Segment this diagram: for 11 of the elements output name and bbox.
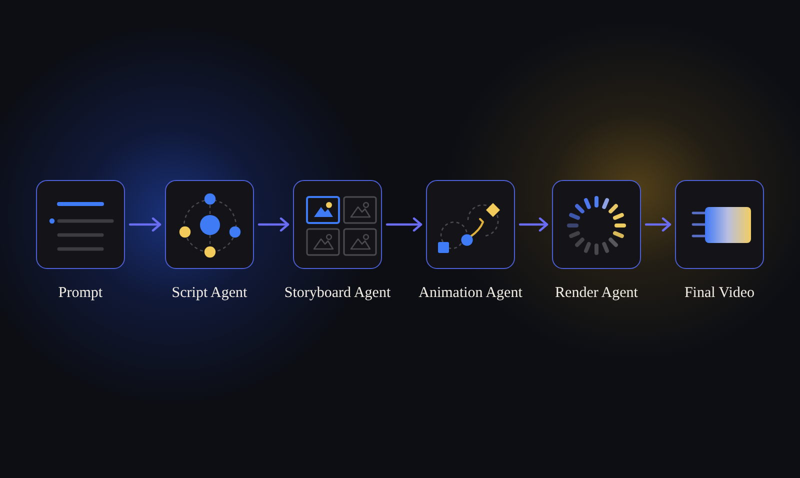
arrow [518, 217, 548, 232]
step-label: Prompt [58, 284, 103, 302]
step-label: Render Agent [555, 284, 638, 302]
step-label: Animation Agent [418, 284, 522, 302]
arrow [128, 217, 162, 232]
step-label: Final Video [684, 284, 755, 302]
arrow [386, 217, 422, 232]
step-label: Script Agent [172, 284, 248, 302]
step-label: Storyboard Agent [284, 284, 391, 302]
arrow [258, 217, 290, 232]
arrow [644, 217, 672, 232]
